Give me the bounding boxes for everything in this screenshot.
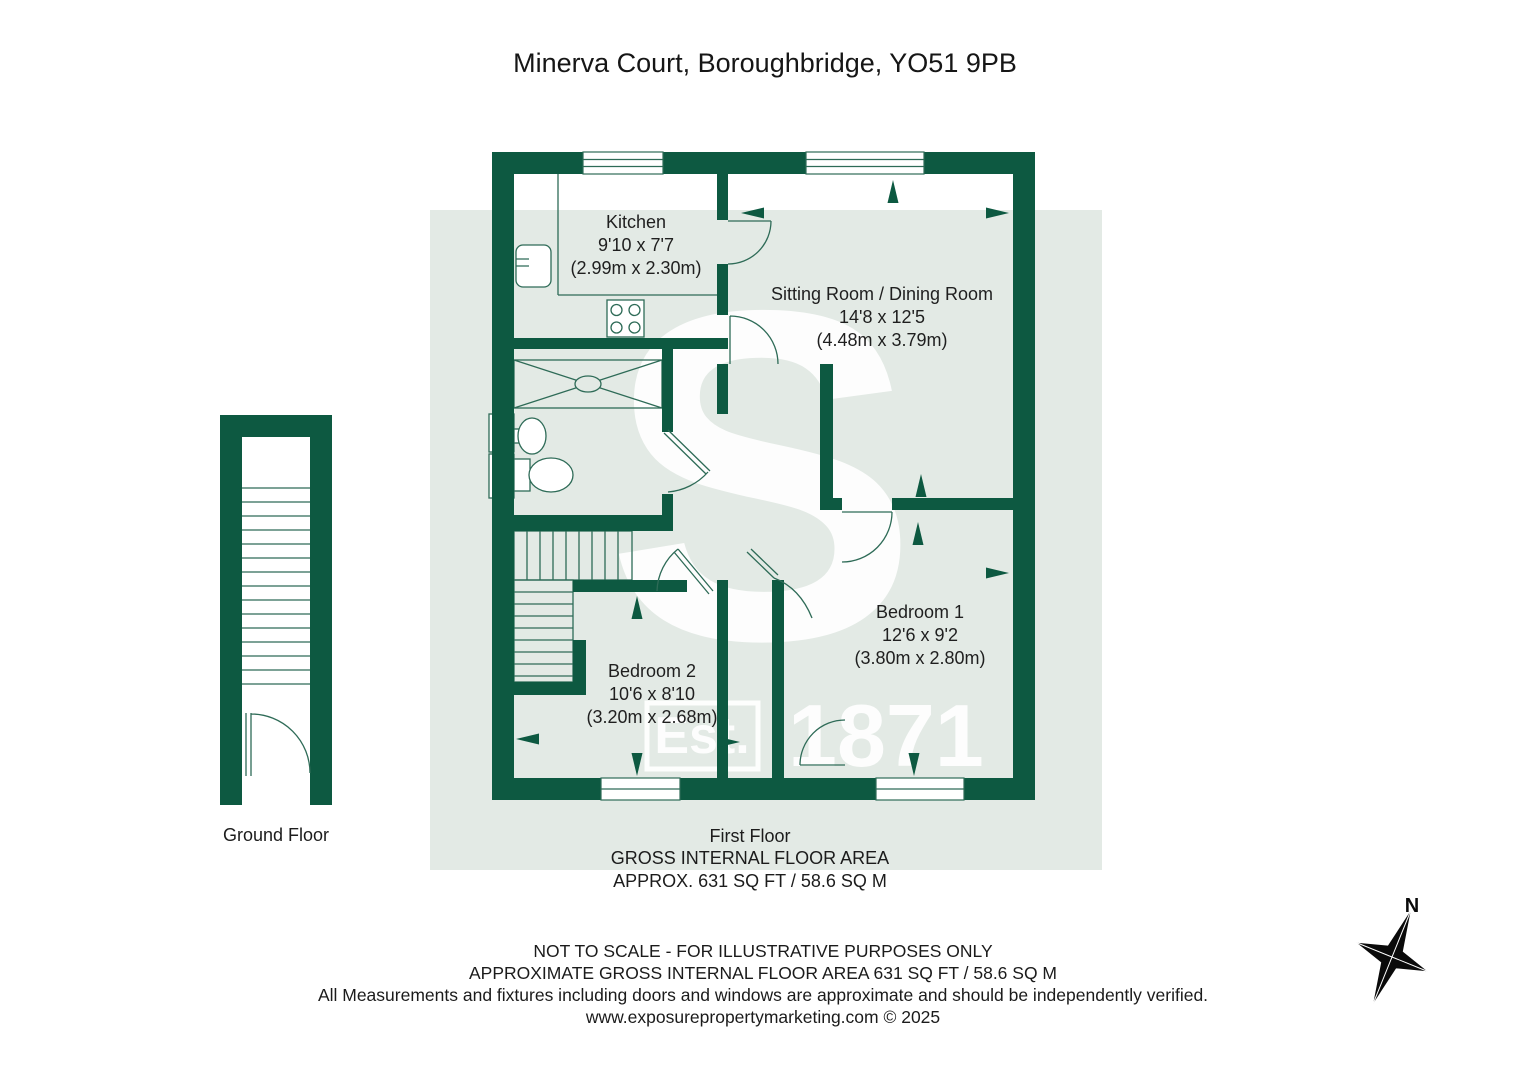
door-arc — [729, 315, 779, 365]
watermark-letter: S — [605, 213, 919, 738]
bedroom2-dims-ft: 10'6 x 8'10 — [609, 684, 695, 704]
footer-line-4: www.exposurepropertymarketing.com © 2025 — [585, 1007, 940, 1027]
kitchen-label: Kitchen — [606, 212, 666, 232]
bedroom1-label: Bedroom 1 — [876, 602, 964, 622]
window — [805, 151, 925, 175]
ground-floor-label: Ground Floor — [223, 825, 329, 845]
watermark-year: 1871 — [788, 686, 984, 785]
watermark: S Est. 1871 — [605, 213, 984, 785]
first-floor-plan: Kitchen 9'10 x 7'7 (2.99m x 2.30m) Sitti… — [488, 151, 1035, 801]
bedroom2-label: Bedroom 2 — [608, 661, 696, 681]
room-labels: Kitchen 9'10 x 7'7 (2.99m x 2.30m) Sitti… — [570, 212, 993, 727]
footer-line-1: NOT TO SCALE - FOR ILLUSTRATIVE PURPOSES… — [533, 941, 993, 961]
door-arc — [245, 713, 311, 776]
hob-icon — [606, 299, 645, 338]
north-label: N — [1405, 895, 1419, 917]
window — [582, 151, 664, 175]
kitchen-counter — [557, 174, 717, 296]
walls — [220, 415, 332, 805]
door-arc — [841, 511, 893, 563]
measurement-arrows — [516, 180, 1009, 776]
door-arc — [656, 548, 714, 595]
sitting-room-label: Sitting Room / Dining Room — [771, 284, 993, 304]
door-arc — [746, 548, 813, 619]
bedroom1-dims-m: (3.80m x 2.80m) — [854, 648, 985, 668]
window — [875, 777, 965, 801]
compass-icon: N — [1356, 895, 1428, 1004]
first-floor-label: First Floor — [710, 826, 791, 846]
kitchen-dims-ft: 9'10 x 7'7 — [598, 235, 674, 255]
footer-line-3: All Measurements and fixtures including … — [318, 985, 1208, 1005]
bedroom1-dims-ft: 12'6 x 9'2 — [882, 625, 958, 645]
footer: NOT TO SCALE - FOR ILLUSTRATIVE PURPOSES… — [318, 941, 1208, 1027]
sink-icon — [515, 244, 552, 288]
gross-area-label: GROSS INTERNAL FLOOR AREA — [611, 848, 889, 868]
kitchen-dims-m: (2.99m x 2.30m) — [570, 258, 701, 278]
watermark-est: Est. — [654, 707, 749, 765]
ground-floor-plan: Ground Floor — [220, 415, 332, 845]
door-arc — [799, 719, 846, 766]
page-title: Minerva Court, Boroughbridge, YO51 9PB — [513, 48, 1017, 78]
watermark-est-box — [644, 700, 761, 772]
first-floor-caption: First Floor GROSS INTERNAL FLOOR AREA AP… — [611, 826, 889, 891]
window — [600, 777, 681, 801]
approx-area-label: APPROX. 631 SQ FT / 58.6 SQ M — [613, 871, 887, 891]
stairs-ground-floor — [242, 487, 310, 685]
backdrop-panel — [430, 210, 1102, 870]
sitting-room-dims-m: (4.48m x 3.79m) — [816, 330, 947, 350]
door-arc — [727, 220, 772, 265]
doors — [656, 220, 893, 766]
door-arc — [663, 429, 711, 493]
washbasin-icon — [513, 417, 547, 455]
bedroom2-dims-m: (3.20m x 2.68m) — [586, 707, 717, 727]
sitting-room-dims-ft: 14'8 x 12'5 — [839, 307, 925, 327]
toilet-icon — [513, 457, 574, 493]
windows — [582, 151, 965, 801]
footer-line-2: APPROXIMATE GROSS INTERNAL FLOOR AREA 63… — [469, 963, 1057, 983]
